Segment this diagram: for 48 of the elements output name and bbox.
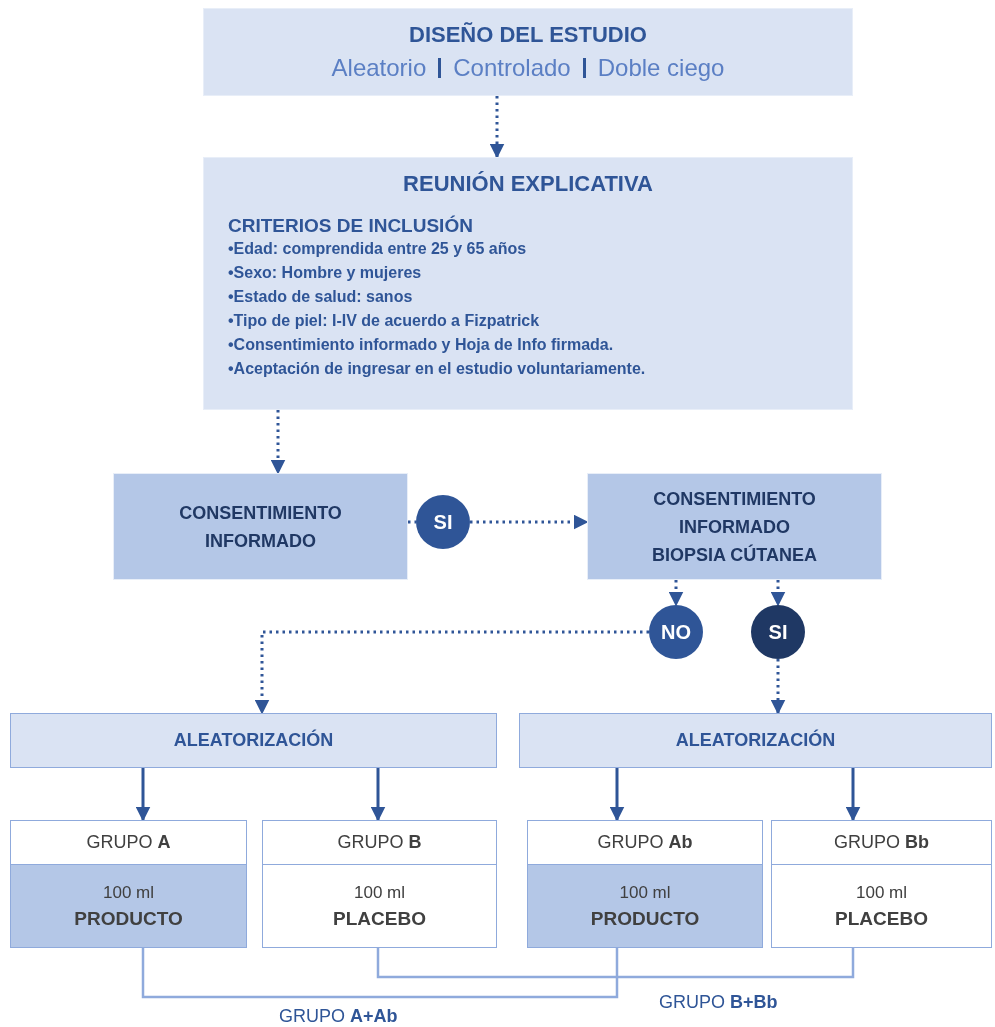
- dose-text: 100 ml: [619, 881, 671, 903]
- group-card: [771, 820, 992, 948]
- study-attribute: Doble ciego: [597, 52, 725, 83]
- connector-line: [376, 948, 855, 979]
- arrow: [254, 630, 649, 715]
- arrow: [270, 410, 286, 475]
- criteria-item: •Sexo: Hombre y mujeres: [228, 263, 423, 284]
- arrow: [135, 768, 151, 822]
- arrow: [470, 514, 589, 530]
- dose-text: 100 ml: [103, 881, 154, 903]
- criteria-item: •Edad: comprendida entre 25 y 65 años: [228, 239, 528, 260]
- criteria-item: •Tipo de piel: I-IV de acuerdo a Fizpatrick: [228, 311, 541, 332]
- dose-text: 100 ml: [354, 881, 405, 903]
- arrow: [489, 96, 505, 159]
- group-title: GRUPO Ab: [597, 831, 693, 854]
- group-card: [10, 820, 247, 948]
- process-box: CONSENTIMIENTO INFORMADO BIOPSIA CÚTANEA: [587, 473, 882, 580]
- process-box: [203, 157, 853, 410]
- process-box: [203, 8, 853, 96]
- criteria-item: •Estado de salud: sanos: [228, 287, 414, 308]
- treatment-text: PLACEBO: [835, 906, 928, 931]
- process-band: ALEATORIZACIÓN: [10, 713, 497, 768]
- study-attribute: Controlado: [453, 52, 571, 83]
- arrow: [770, 659, 786, 715]
- process-box: CONSENTIMIENTO INFORMADO: [113, 473, 408, 580]
- connector-line: [408, 520, 416, 524]
- arrow: [370, 768, 386, 822]
- arrow: [609, 768, 625, 822]
- group-card: [262, 820, 497, 948]
- box-title: DISEÑO DEL ESTUDIO: [409, 21, 647, 49]
- treatment-text: PLACEBO: [333, 906, 426, 931]
- arrow: [845, 768, 861, 822]
- study-attribute: Aleatorio: [331, 52, 427, 83]
- process-band: ALEATORIZACIÓN: [519, 713, 992, 768]
- dose-text: 100 ml: [856, 881, 907, 903]
- connector-line: [141, 948, 619, 999]
- group-title: GRUPO B: [337, 831, 422, 854]
- criteria-item: •Consentimiento informado y Hoja de Info firmada.: [228, 335, 615, 356]
- group-card: [527, 820, 763, 948]
- group-title: GRUPO A: [86, 831, 171, 854]
- arrow: [770, 580, 786, 607]
- criteria-heading: CRITERIOS DE INCLUSIÓN: [228, 213, 474, 238]
- criteria-item: •Aceptación de ingresar en el estudio voluntariamente.: [228, 359, 647, 380]
- treatment-text: PRODUCTO: [74, 906, 183, 931]
- treatment-text: PRODUCTO: [590, 906, 700, 931]
- arrow: [668, 580, 684, 607]
- group-title: GRUPO Bb: [834, 831, 929, 854]
- box-title: REUNIÓN EXPLICATIVA: [402, 170, 654, 198]
